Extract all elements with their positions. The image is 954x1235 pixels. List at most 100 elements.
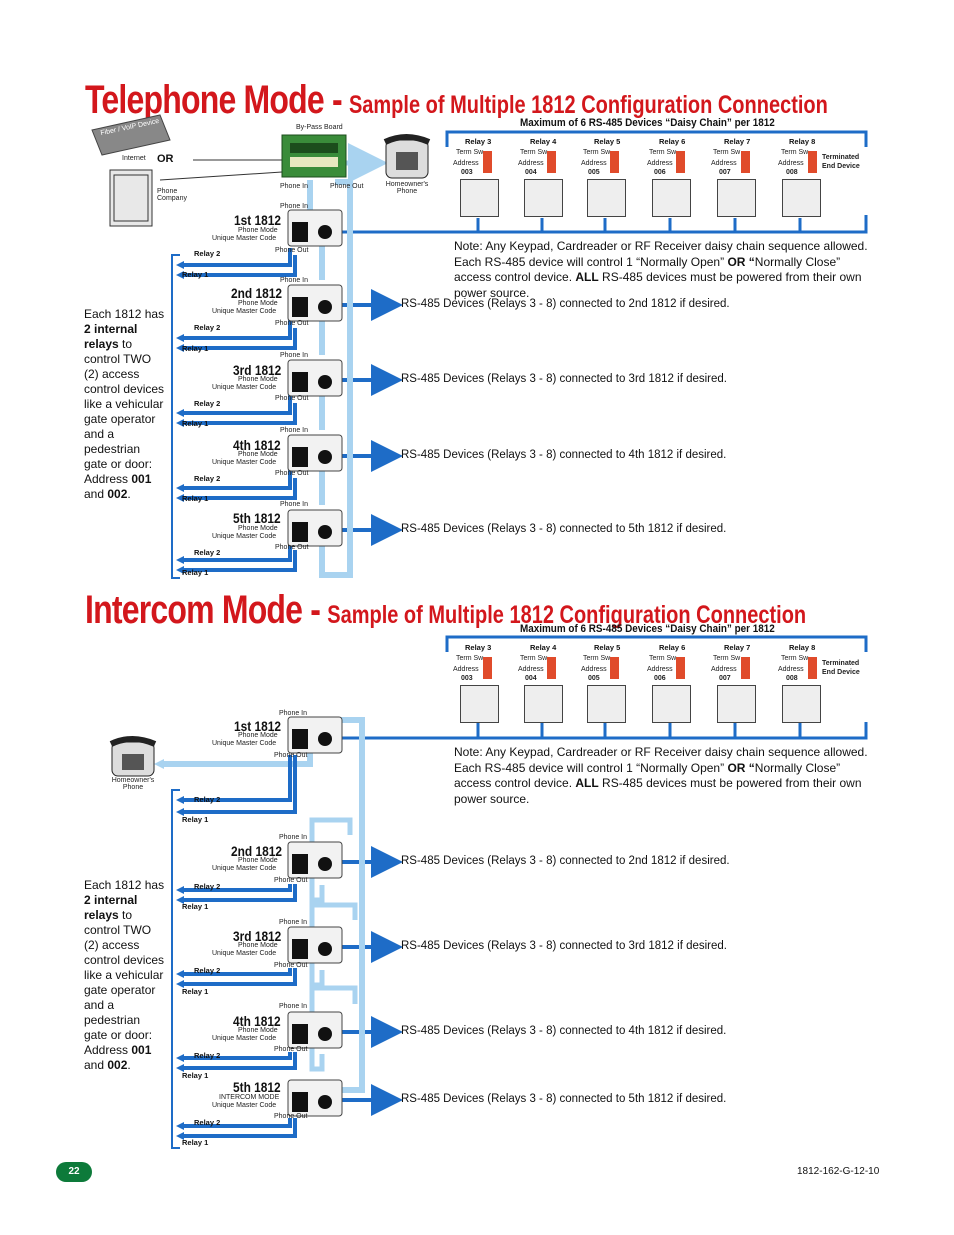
note-all: ALL xyxy=(575,776,599,790)
telephone-note: Note: Any Keypad, Cardreader or RF Recei… xyxy=(454,239,869,301)
phone-out-label: Phone Out xyxy=(274,962,308,969)
term-sw-label: Term Sw xyxy=(520,655,548,662)
unit-mode: Phone Mode xyxy=(238,227,278,234)
phone-out-label: Phone Out xyxy=(274,752,308,759)
intercom-mode-title: Intercom Mode - Sample of Multiple 1812 … xyxy=(85,588,806,633)
each-text: to control TWO (2) access control device… xyxy=(84,337,165,486)
intercom-title-sub: Sample of Multiple 1812 Configuration Co… xyxy=(327,601,807,629)
keypad-device-icon xyxy=(652,179,691,217)
intercom-rs485-5: RS-485 Devices (Relays 3 - 8) connected … xyxy=(401,1093,727,1105)
intercom-rs485-3: RS-485 Devices (Relays 3 - 8) connected … xyxy=(401,940,727,952)
address-label: Address xyxy=(711,666,737,673)
relay2-label: Relay 2 xyxy=(194,323,221,332)
address-label: Address xyxy=(778,666,804,673)
telephone-rs485-5: RS-485 Devices (Relays 3 - 8) connected … xyxy=(401,523,727,535)
bypass-phone-in: Phone In xyxy=(280,183,309,190)
phone-out-label: Phone Out xyxy=(274,1113,308,1120)
unit-code: Unique Master Code xyxy=(212,1035,277,1042)
address-value: 003 xyxy=(461,169,473,176)
term-sw-label: Term Sw xyxy=(583,655,611,662)
term-sw-label: Term Sw xyxy=(520,149,548,156)
unit-mode: Phone Mode xyxy=(238,942,278,949)
note-text: Normally Close” access control device. xyxy=(454,254,841,285)
term-sw-label: Term Sw xyxy=(583,149,611,156)
phone-in-label: Phone In xyxy=(280,501,309,508)
relay1-label: Relay 1 xyxy=(182,1138,209,1147)
phone-in-label: Phone In xyxy=(280,427,309,434)
term-sw-label: Term Sw xyxy=(713,655,741,662)
each-bold: 2 internal relays xyxy=(84,893,138,922)
dip-switch-icon xyxy=(808,151,817,173)
note-text: Note: Any Keypad, Cardreader or RF Recei… xyxy=(454,239,868,269)
telephone-rs485-3: RS-485 Devices (Relays 3 - 8) connected … xyxy=(401,373,727,385)
rs485-bus-line-1 xyxy=(342,218,480,234)
bypass-board xyxy=(281,134,347,178)
note-text: Normally Close” access control device. xyxy=(454,760,841,791)
address-value: 008 xyxy=(786,169,798,176)
telephone-title-sub: Sample of Multiple 1812 Configuration Co… xyxy=(348,91,828,119)
each-text: and xyxy=(84,1058,108,1072)
phone-in-label: Phone In xyxy=(280,203,309,210)
terminated-end-label: Terminated End Device xyxy=(822,154,860,170)
unit-mode: Phone Mode xyxy=(238,857,278,864)
relay-header: Relay 3 xyxy=(465,643,492,652)
note-text: RS-485 devices must be powered from thei… xyxy=(454,776,862,806)
telephone-max-label: Maximum of 6 RS-485 Devices “Daisy Chain… xyxy=(520,117,775,129)
intercom-homeowner-phone xyxy=(109,736,157,777)
unit-code: Unique Master Code xyxy=(212,740,277,747)
relay1-label: Relay 1 xyxy=(182,344,209,353)
each-bold: 002 xyxy=(107,1058,128,1072)
address-value: 006 xyxy=(654,169,666,176)
unit-code: Unique Master Code xyxy=(212,384,277,391)
note-or: OR “ xyxy=(727,254,755,269)
unit-mode: INTERCOM MODE xyxy=(219,1094,280,1101)
term-sw-label: Term Sw xyxy=(649,149,677,156)
dip-switch-icon xyxy=(741,151,750,173)
dip-switch-icon xyxy=(483,151,492,173)
bypass-board-label: By-Pass Board xyxy=(296,124,343,131)
address-label: Address xyxy=(581,666,607,673)
relay1-label: Relay 1 xyxy=(182,815,209,824)
address-value: 005 xyxy=(588,169,600,176)
telephone-mode-title: Telephone Mode - Sample of Multiple 1812… xyxy=(85,78,828,123)
relay2-label: Relay 2 xyxy=(194,795,221,804)
note-all: ALL xyxy=(575,270,599,284)
note-text: RS-485 devices must be powered from thei… xyxy=(454,270,862,300)
relay2-label: Relay 2 xyxy=(194,966,221,975)
phone-in-label: Phone In xyxy=(279,710,308,717)
each-bold: 001 xyxy=(131,1043,152,1057)
keypad-device-icon xyxy=(460,685,499,723)
each-bold: 2 internal relays xyxy=(84,322,138,351)
relay2-label: Relay 2 xyxy=(194,249,221,258)
address-label: Address xyxy=(647,666,673,673)
unit-name: 1st 1812 xyxy=(234,212,281,228)
unit-name: 3rd 1812 xyxy=(233,928,282,944)
address-label: Address xyxy=(518,160,544,167)
telephone-each-1812-text: Each 1812 has 2 internal relays to contr… xyxy=(84,307,166,502)
document-number: 1812-162-G-12-10 xyxy=(797,1166,880,1177)
term-sw-label: Term Sw xyxy=(649,655,677,662)
relay2-label: Relay 2 xyxy=(194,882,221,891)
intercom-homeowner-label: Homeowner's Phone xyxy=(111,777,155,791)
unit-code: Unique Master Code xyxy=(212,459,277,466)
note-or: OR “ xyxy=(727,760,755,775)
phone-in-label: Phone In xyxy=(279,834,308,841)
relay-header: Relay 4 xyxy=(530,137,557,146)
phone-out-label: Phone Out xyxy=(274,1046,308,1053)
phone-in-label: Phone In xyxy=(279,919,308,926)
address-value: 004 xyxy=(525,169,537,176)
unit-mode: Phone Mode xyxy=(238,451,278,458)
phone-out-label: Phone Out xyxy=(275,544,309,551)
unit-code: Unique Master Code xyxy=(212,950,277,957)
unit-code: Unique Master Code xyxy=(212,308,277,315)
relay1-label: Relay 1 xyxy=(182,1071,209,1080)
intercom-each-1812-text: Each 1812 has 2 internal relays to contr… xyxy=(84,878,166,1073)
internet-label: Internet xyxy=(122,155,146,162)
note-text: Note: Any Keypad, Cardreader or RF Recei… xyxy=(454,745,868,775)
telephone-title-main: Telephone Mode - xyxy=(85,78,343,122)
dip-switch-icon xyxy=(676,151,685,173)
address-value: 007 xyxy=(719,675,731,682)
each-text: . xyxy=(127,487,131,501)
relay-header: Relay 7 xyxy=(724,137,751,146)
